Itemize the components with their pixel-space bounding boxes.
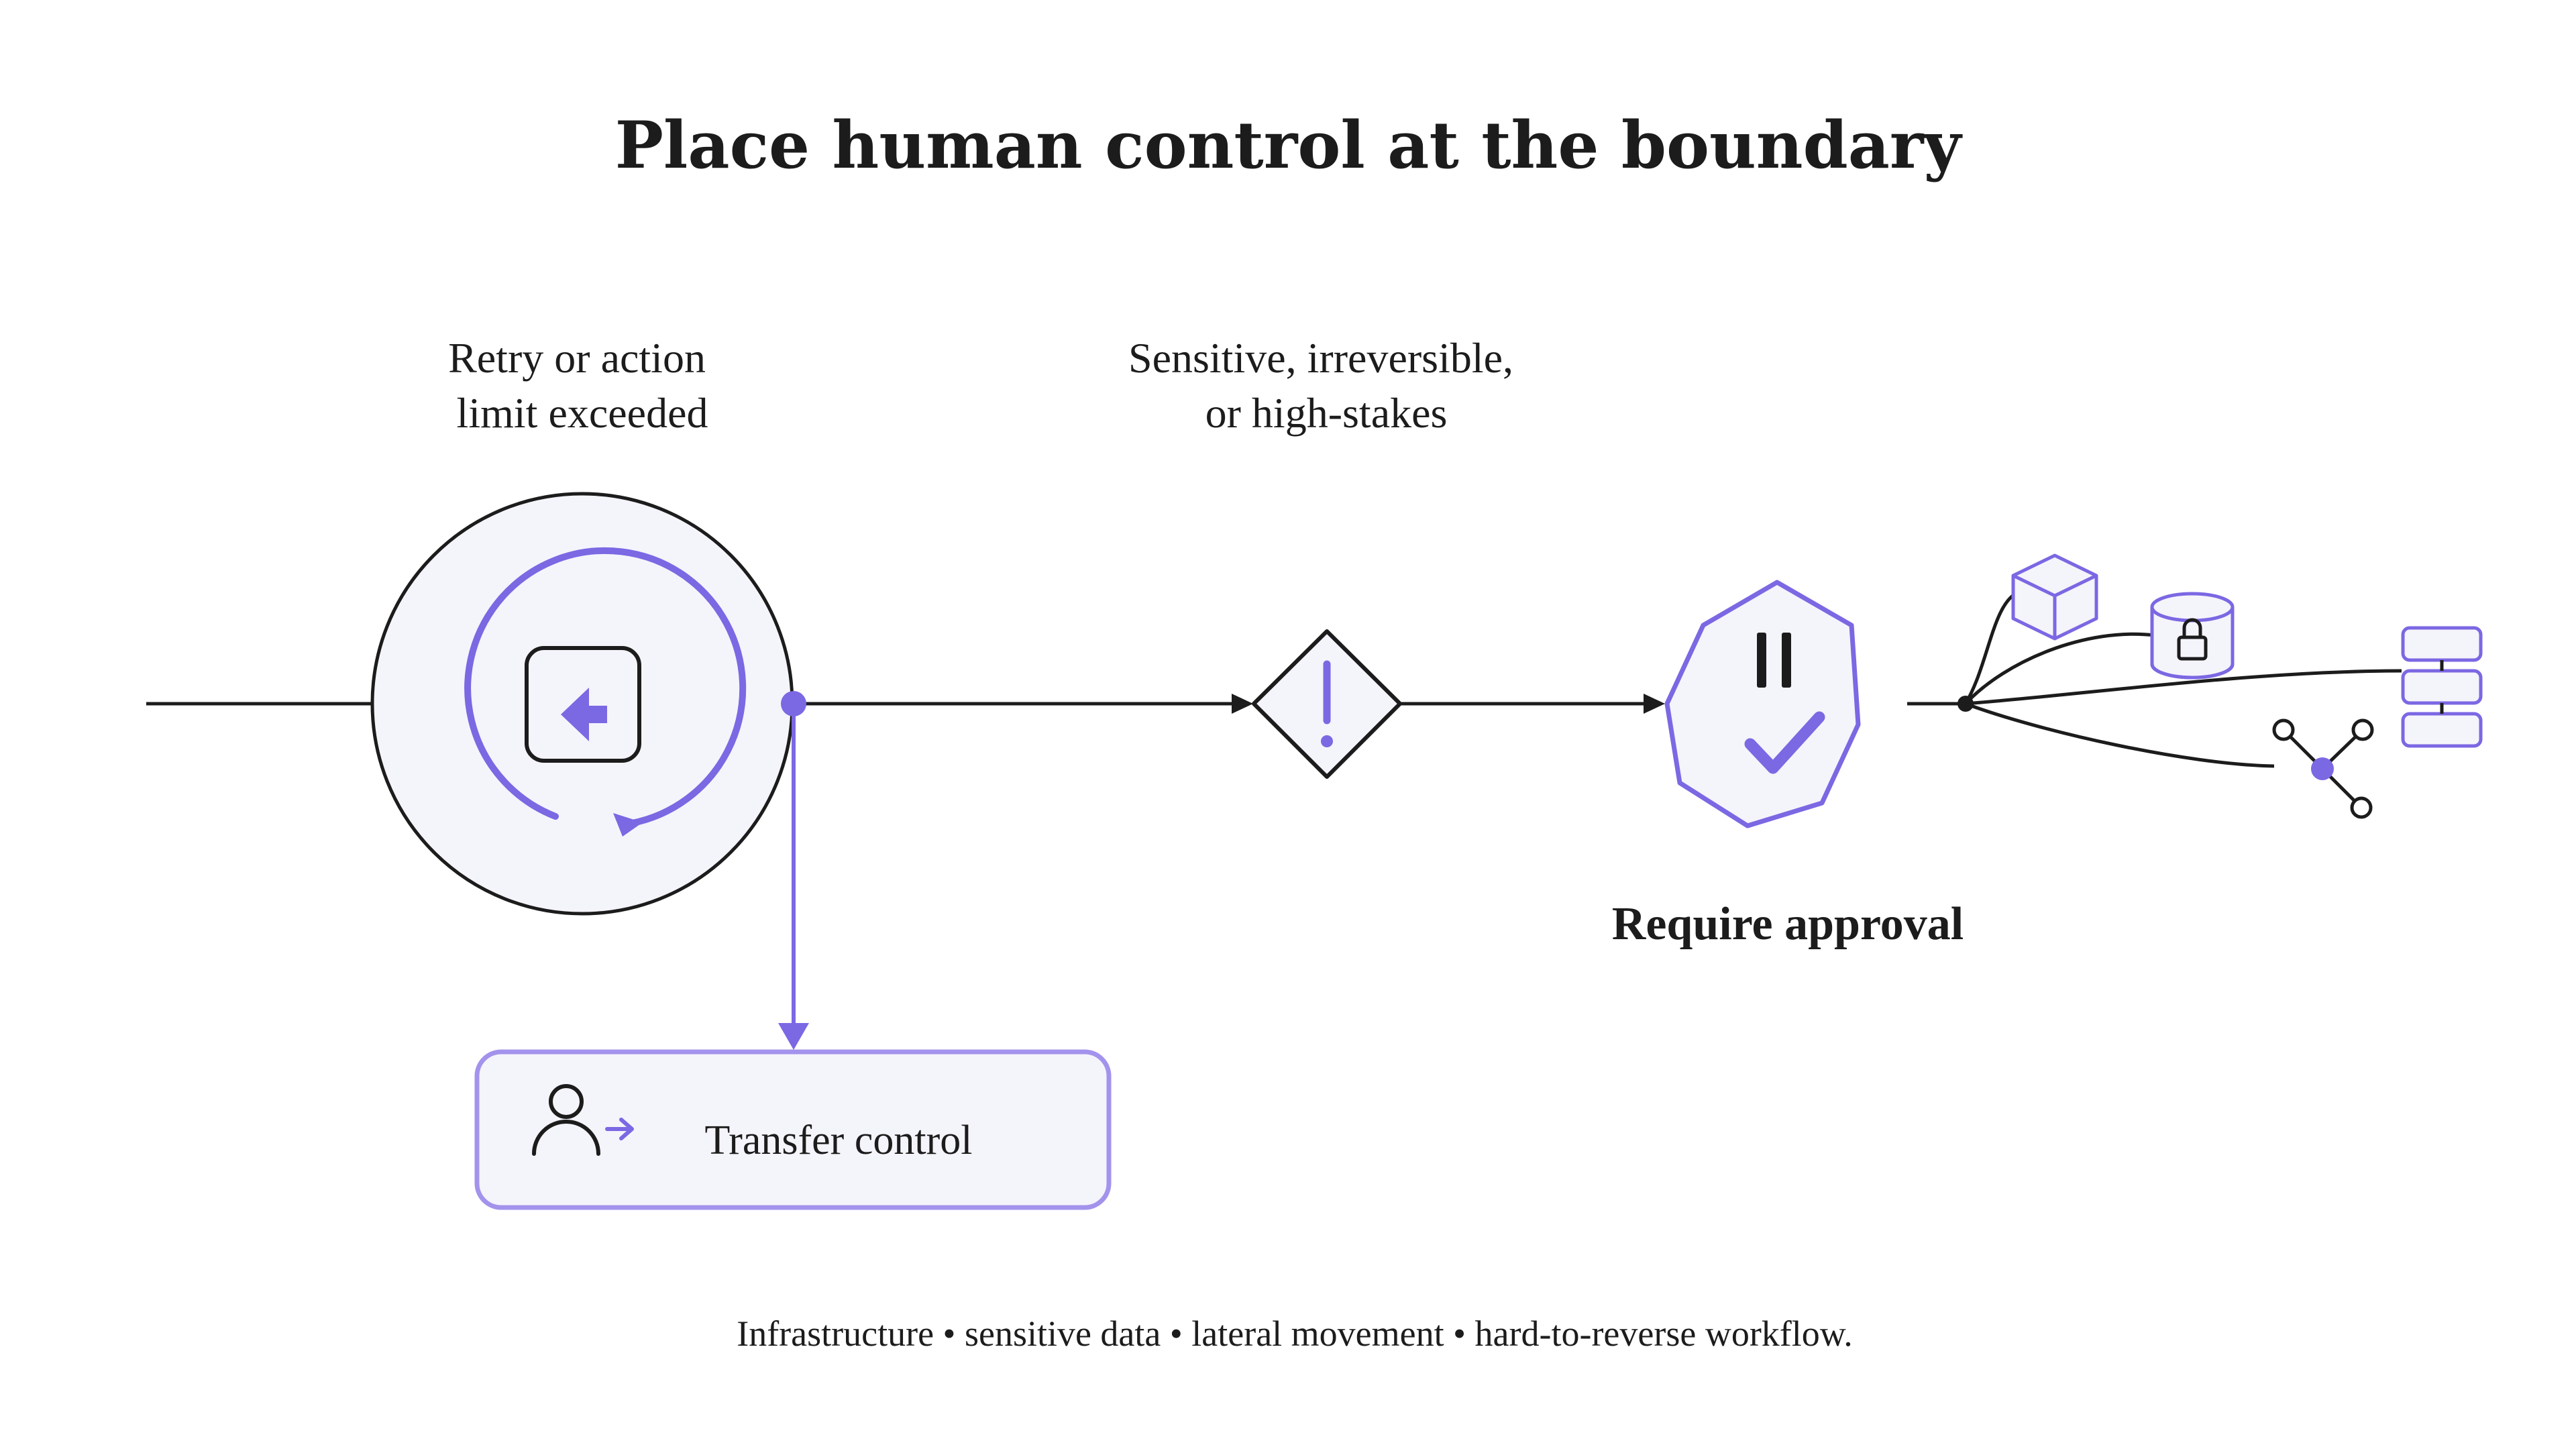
pause-icon <box>1757 633 1791 688</box>
cube-icon <box>2011 553 2098 641</box>
diagram-title: Place human control at the boundary <box>615 107 1964 183</box>
network-nodes-icon <box>2272 718 2374 819</box>
person-transfer-icon <box>532 1084 634 1156</box>
locked-database-icon <box>2150 592 2235 680</box>
risk-label-line1: Sensitive, irreversible, <box>1128 334 1513 382</box>
approval-octagon-node <box>1664 580 1861 828</box>
return-arrow-icon <box>525 646 641 763</box>
fanout-connectors <box>1964 590 2402 768</box>
require-approval-label: Require approval <box>1612 898 1964 950</box>
loop-arc-icon <box>464 547 747 828</box>
loop-limit-node <box>370 492 794 916</box>
transfer-control-box: Transfer control <box>474 1049 1112 1210</box>
check-icon <box>1744 711 1825 774</box>
limit-label: Retry or action limit exceeded <box>448 334 716 437</box>
exclamation-diamond-icon <box>1252 629 1402 779</box>
risk-label: Sensitive, irreversible, or high-stakes <box>1128 334 1524 437</box>
footer-caption: Infrastructure • sensitive data • latera… <box>737 1313 1853 1354</box>
server-stack-icon <box>2401 626 2483 748</box>
limit-label-line1: Retry or action <box>448 334 706 382</box>
transfer-control-label: Transfer control <box>705 1118 973 1163</box>
risk-label-line2: or high-stakes <box>1205 389 1448 437</box>
fanout-hub <box>1957 696 1974 712</box>
transfer-branch <box>778 691 809 1050</box>
limit-label-line2: limit exceeded <box>457 389 708 437</box>
